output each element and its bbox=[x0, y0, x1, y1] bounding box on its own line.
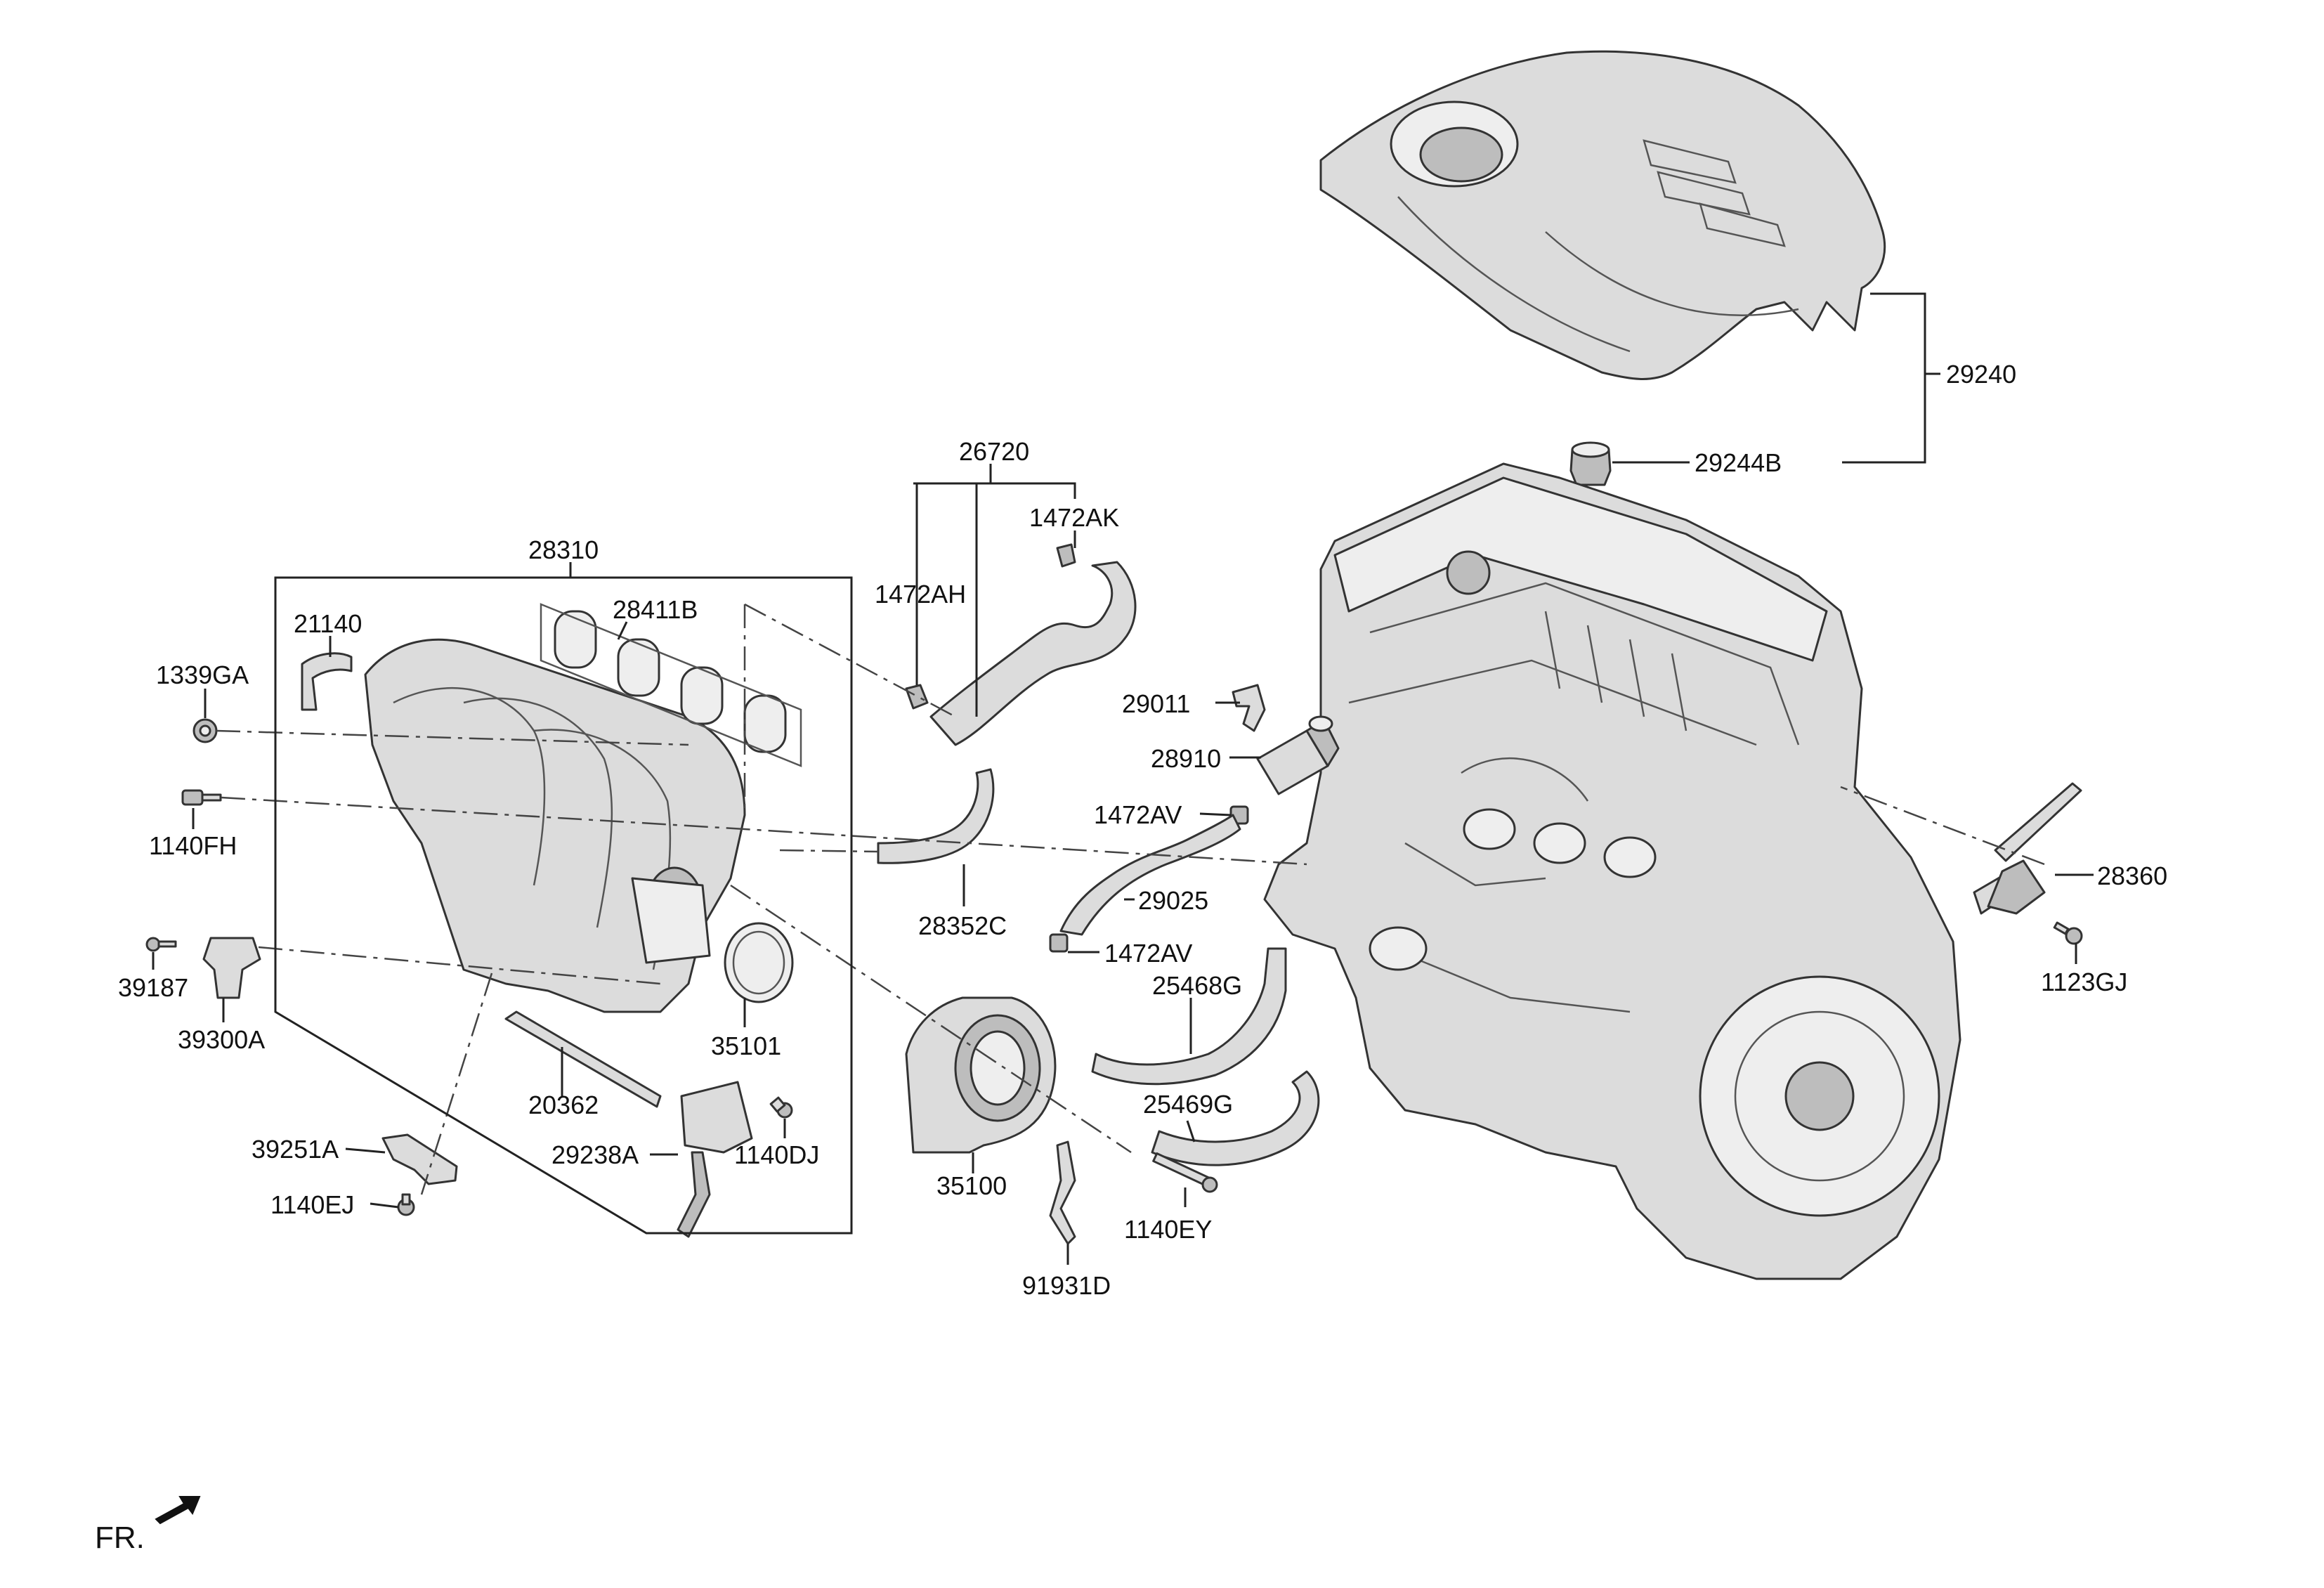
callout-1140ey: 1140EY bbox=[1124, 1215, 1212, 1244]
gasket-ring-35101 bbox=[724, 922, 794, 1003]
callout-labels: 29240 29244B 26720 1472AK 1472AH 28310 2… bbox=[95, 360, 2167, 1555]
bolt-1140ey bbox=[1152, 1152, 1218, 1193]
bolt-1140fh bbox=[181, 789, 222, 806]
bolt-1140dj bbox=[769, 1096, 793, 1119]
bolt-39187 bbox=[145, 937, 177, 952]
callout-39300a: 39300A bbox=[178, 1025, 265, 1054]
bolt-1123gj bbox=[2053, 921, 2083, 945]
callout-20362: 20362 bbox=[528, 1091, 599, 1119]
intake-manifold bbox=[364, 638, 746, 1013]
callout-35100: 35100 bbox=[936, 1171, 1007, 1200]
callout-1140fh: 1140FH bbox=[149, 831, 237, 860]
bolt-1140ej bbox=[397, 1193, 415, 1216]
callout-21140: 21140 bbox=[294, 609, 362, 638]
callout-35101: 35101 bbox=[711, 1031, 781, 1060]
engine-cover bbox=[1319, 50, 1886, 380]
valve-28910 bbox=[1256, 715, 1340, 795]
callout-1472ah: 1472AH bbox=[875, 580, 966, 608]
sensor-39300a bbox=[202, 937, 261, 999]
callout-1472av-bottom: 1472AV bbox=[1104, 939, 1192, 968]
bracket-39251a bbox=[381, 1133, 458, 1185]
callout-29011: 29011 bbox=[1122, 689, 1190, 718]
hose-28352c bbox=[877, 768, 995, 864]
clamp-1472av-bottom bbox=[1049, 933, 1069, 953]
bracket-29011 bbox=[1232, 684, 1266, 732]
callout-25468g: 25468G bbox=[1152, 971, 1242, 1000]
rod-20362 bbox=[504, 1010, 662, 1108]
hose-25468g bbox=[1091, 947, 1287, 1086]
callout-29240: 29240 bbox=[1946, 360, 2016, 389]
callout-1472ak: 1472AK bbox=[1029, 503, 1119, 532]
throttle-body-35100 bbox=[905, 996, 1057, 1154]
callout-91931d: 91931D bbox=[1022, 1271, 1111, 1300]
hose-29025 bbox=[1059, 814, 1241, 936]
callout-1140ej: 1140EJ bbox=[270, 1190, 354, 1219]
bracket-91931d bbox=[1049, 1140, 1076, 1245]
hose-21140 bbox=[301, 652, 353, 711]
front-direction-label: FR. bbox=[95, 1521, 145, 1555]
breather-hose-26720 bbox=[905, 543, 1137, 746]
callout-29238a: 29238A bbox=[551, 1140, 639, 1169]
nut-1339ga bbox=[192, 718, 218, 743]
front-direction-icon bbox=[155, 1496, 201, 1525]
callout-39187: 39187 bbox=[118, 973, 188, 1002]
callout-28411b: 28411B bbox=[613, 595, 698, 624]
callout-28310: 28310 bbox=[528, 535, 599, 564]
dipstick-tube-28360 bbox=[1973, 782, 2082, 915]
callout-1123gj: 1123GJ bbox=[2041, 968, 2127, 996]
callout-29244b: 29244B bbox=[1695, 448, 1782, 477]
gasket-28411b bbox=[540, 603, 802, 767]
callout-1339ga: 1339GA bbox=[156, 660, 249, 689]
engine-block bbox=[1263, 462, 1961, 1280]
callout-25469g: 25469G bbox=[1143, 1090, 1233, 1119]
grommet-29244b bbox=[1569, 441, 1612, 486]
leader-lines bbox=[152, 372, 2094, 1265]
callout-1140dj: 1140DJ bbox=[734, 1140, 819, 1169]
callout-26720: 26720 bbox=[959, 437, 1029, 466]
callout-1472av-top: 1472AV bbox=[1094, 800, 1182, 829]
callout-28910: 28910 bbox=[1151, 744, 1221, 773]
alignment-lines bbox=[216, 603, 2045, 1195]
callout-28360: 28360 bbox=[2097, 861, 2167, 890]
callout-29025: 29025 bbox=[1138, 886, 1208, 915]
callout-28352c: 28352C bbox=[918, 911, 1007, 940]
actuator-29238a bbox=[677, 1081, 753, 1238]
callout-39251a: 39251A bbox=[252, 1135, 339, 1164]
